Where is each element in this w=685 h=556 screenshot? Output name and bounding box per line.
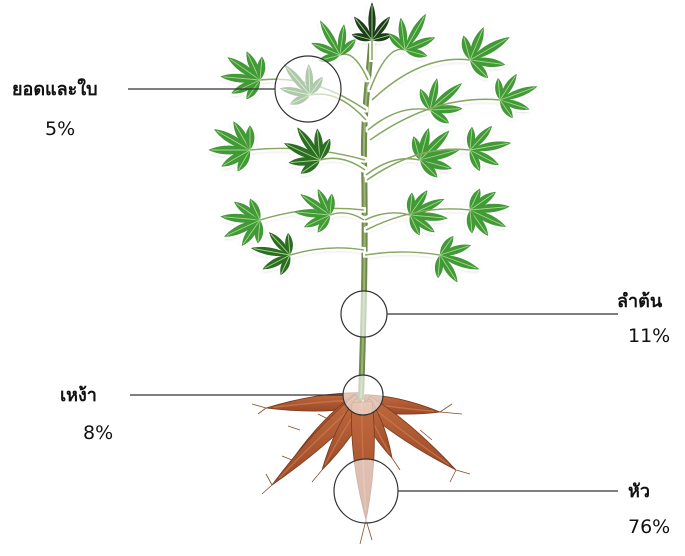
root-hair — [288, 426, 300, 430]
callout-circle-stem — [341, 291, 387, 337]
stem-trunk — [361, 30, 372, 398]
label-tuber: หัว — [628, 476, 650, 505]
root-hair — [266, 474, 272, 485]
root-hair — [440, 404, 452, 412]
palmate-leaf — [282, 125, 334, 177]
palmate-leaf — [459, 25, 512, 81]
label-leaves: ยอดและใบ — [12, 74, 98, 103]
root-hair — [440, 412, 462, 414]
label-rhizome: เหง้า — [60, 380, 97, 409]
callout-circle-tuber — [334, 459, 398, 523]
root-hair — [282, 456, 292, 460]
root-hair — [312, 470, 322, 482]
root-hair — [360, 520, 366, 544]
palmate-leaf — [294, 187, 336, 235]
palmate-leaf — [351, 2, 394, 44]
palmate-leaf — [220, 197, 264, 249]
palmate-leaf — [208, 119, 254, 174]
petiole — [365, 252, 440, 255]
percent-tuber: 76% — [628, 516, 670, 538]
percent-stem: 11% — [628, 325, 670, 347]
label-stem: ลำต้น — [617, 286, 662, 315]
root-hair — [392, 458, 400, 470]
petiole — [340, 54, 368, 80]
petiole — [365, 213, 410, 220]
palmate-leaf — [409, 127, 461, 181]
percent-leaves: 5% — [45, 118, 75, 140]
petiole — [366, 159, 420, 175]
root-hair — [262, 485, 272, 494]
root-hair — [456, 470, 470, 474]
petiole — [290, 248, 364, 255]
palmate-leaf — [466, 123, 512, 173]
petiole — [330, 213, 364, 220]
petiole — [320, 158, 365, 170]
root-hair — [450, 470, 456, 482]
palmate-leaf — [220, 49, 266, 101]
callout-circle-leaves — [275, 56, 341, 122]
root-hair — [258, 408, 266, 414]
palmate-leaf — [466, 187, 510, 239]
petiole — [370, 49, 405, 90]
palmate-leaf — [434, 234, 481, 285]
callout-circle-rhizome — [343, 375, 383, 415]
root-hair — [252, 404, 266, 408]
percent-rhizome: 8% — [83, 422, 113, 444]
palmate-leaf — [494, 72, 539, 121]
